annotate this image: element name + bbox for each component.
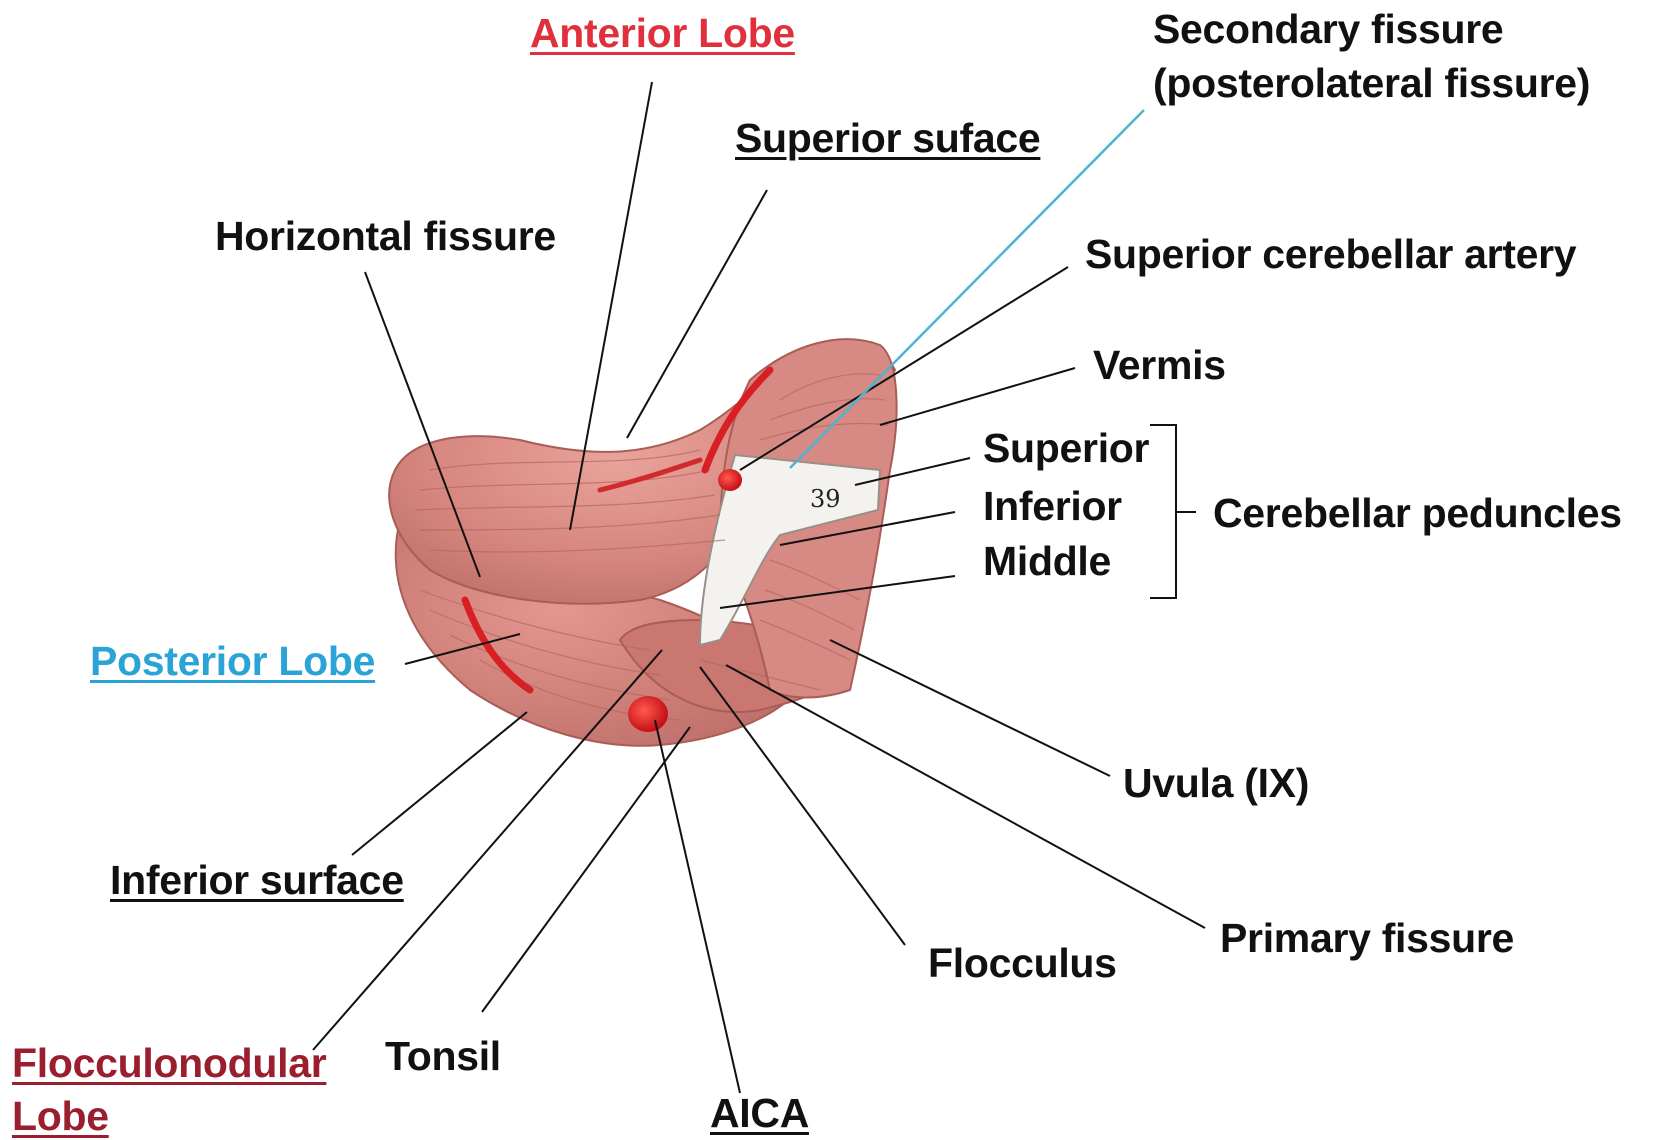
label-cerebellar-peduncles: Cerebellar peduncles [1213, 490, 1622, 537]
peduncles-bracket [1150, 425, 1176, 598]
label-flocculonodular-line2: Lobe [12, 1093, 109, 1140]
leader-flocculonodular [313, 650, 662, 1050]
label-posterior-lobe: Posterior Lobe [90, 638, 375, 685]
leader-aica [655, 720, 740, 1093]
leader-tonsil [482, 727, 690, 1012]
leader-flocculus [700, 667, 905, 945]
label-superior-cerebellar-artery: Superior cerebellar artery [1085, 231, 1576, 278]
label-secondary-fissure-line1: Secondary fissure [1153, 6, 1503, 53]
leader-secondary-fissure [790, 110, 1144, 468]
label-horizontal-fissure: Horizontal fissure [215, 213, 556, 260]
label-flocculonodular-line1: Flocculonodular [12, 1040, 326, 1087]
label-inferior-surface: Inferior surface [110, 857, 404, 904]
leader-uvula [830, 640, 1110, 776]
label-superior-surface: Superior suface [735, 115, 1040, 162]
label-flocculus: Flocculus [928, 940, 1117, 987]
label-anterior-lobe: Anterior Lobe [530, 10, 795, 57]
label-primary-fissure: Primary fissure [1220, 915, 1514, 962]
specimen-marking: 39 [810, 485, 841, 513]
label-middle-peduncle: Middle [983, 538, 1111, 585]
label-vermis: Vermis [1093, 342, 1226, 389]
label-inferior-peduncle: Inferior [983, 483, 1122, 530]
label-aica: AICA [710, 1090, 809, 1137]
aica-vessel-blob [628, 696, 668, 732]
leader-vermis [880, 368, 1075, 425]
label-secondary-fissure-line2: (posterolateral fissure) [1153, 60, 1590, 107]
sca-vessel-blob [718, 469, 742, 491]
cerebellum-specimen: 39 [389, 339, 896, 746]
label-tonsil: Tonsil [385, 1033, 501, 1080]
label-uvula: Uvula (IX) [1123, 760, 1309, 807]
label-superior-peduncle: Superior [983, 425, 1149, 472]
